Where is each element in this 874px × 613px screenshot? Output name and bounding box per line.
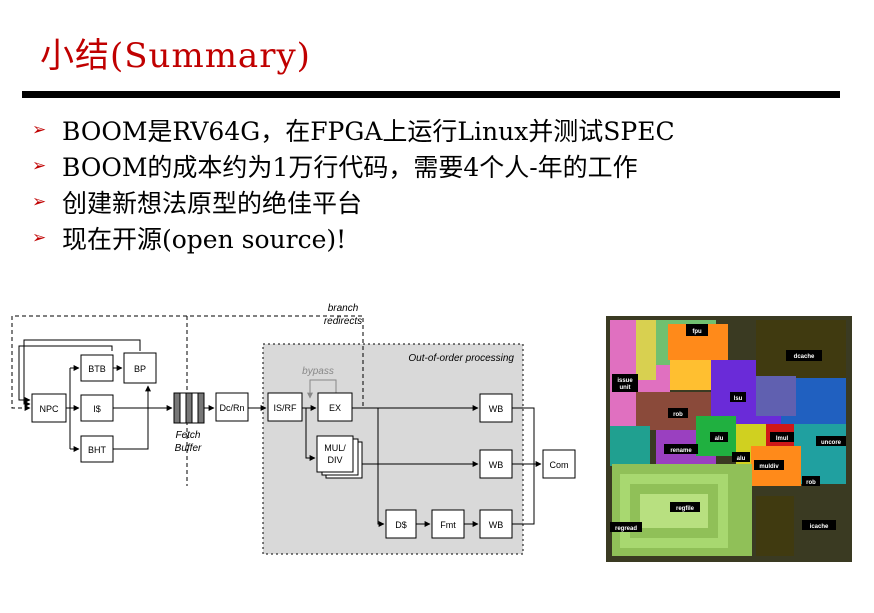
bypass-path xyxy=(307,379,337,399)
title-divider xyxy=(22,91,840,98)
boom-die-photo: fpu issue unit lsu dcache rob alu lmul u… xyxy=(606,316,852,562)
bp-feedback xyxy=(23,339,141,407)
wb3-label: WB xyxy=(489,520,504,530)
bht-block xyxy=(80,435,114,463)
npc-block xyxy=(31,393,67,423)
bullet-list: ➢ BOOM是RV64G，在FPGA上运行Linux并测试SPEC ➢ BOOM… xyxy=(32,112,675,256)
die-label-alu: alu xyxy=(737,456,746,462)
com-block xyxy=(542,449,576,479)
wb2-label: WB xyxy=(489,460,504,470)
slide-title: 小结(Summary) xyxy=(40,36,311,76)
muldiv-label: DIV xyxy=(327,455,342,465)
bht-to-bp xyxy=(113,385,151,450)
bullet-item: ➢ BOOM是RV64G，在FPGA上运行Linux并测试SPEC xyxy=(32,112,675,148)
wb2-block xyxy=(479,449,513,479)
dcrn-block xyxy=(215,392,249,422)
die-label-issue: issue xyxy=(617,378,633,384)
ooo-label: Out-of-order processing xyxy=(408,353,514,364)
arrow-bullet-icon: ➢ xyxy=(32,228,47,248)
ex-block xyxy=(317,392,353,422)
npc-label: NPC xyxy=(39,404,59,414)
bullet-text: BOOM是RV64G，在FPGA上运行Linux并测试SPEC xyxy=(62,117,675,146)
fmt-block xyxy=(431,509,465,539)
dcrn-label: Dc/Rn xyxy=(219,403,244,413)
arrow-bullet-icon: ➢ xyxy=(32,192,47,212)
btb-feedback xyxy=(18,345,113,403)
muldiv-label: MUL/ xyxy=(324,443,346,453)
die-label-rename: rename xyxy=(670,448,692,454)
fetch-buffer-label: Fetch xyxy=(175,430,200,441)
die-label-issue: unit xyxy=(620,385,631,391)
die-label-lsu: lsu xyxy=(734,396,743,402)
bullet-text: 创建新想法原型的绝佳平台 xyxy=(62,189,363,218)
icache-block xyxy=(80,394,114,422)
bht-label: BHT xyxy=(88,445,107,455)
boom-pipeline-diagram: Out-of-order processing branch redirects… xyxy=(11,303,576,555)
die-label-fpu: fpu xyxy=(692,329,702,335)
branch-label: branch xyxy=(328,303,359,314)
arrow-bullet-icon: ➢ xyxy=(32,156,47,176)
die-label-lmul: lmul xyxy=(776,436,789,442)
redirects-label: redirects xyxy=(324,316,362,327)
die-label-icache: icache xyxy=(810,524,829,530)
die-label-regread: regread xyxy=(615,526,637,532)
die-label-dcache: dcache xyxy=(794,354,815,360)
bullet-text: 现在开源(open source)! xyxy=(62,225,347,254)
die-label-rob: rob xyxy=(673,412,683,418)
bullet-item: ➢ BOOM的成本约为1万行代码，需要4个人-年的工作 xyxy=(32,148,675,184)
bullet-item: ➢ 创建新想法原型的绝佳平台 xyxy=(32,184,675,220)
muldiv-block xyxy=(316,435,354,473)
wb-to-com xyxy=(512,407,535,525)
branch-redirect-path xyxy=(11,315,364,411)
die-label-muldiv: muldiv xyxy=(759,464,779,470)
isrf-block xyxy=(267,392,303,422)
dcache-label: D$ xyxy=(395,520,407,530)
die-label-regfile: regfile xyxy=(676,506,695,512)
bp-label: BP xyxy=(134,364,146,374)
isrf-to-muldiv xyxy=(305,408,316,461)
wb1-label: WB xyxy=(489,404,504,414)
bypass-label: bypass xyxy=(302,366,334,377)
fetch-buffer-label: Buffer xyxy=(175,443,202,454)
fmt-label: Fmt xyxy=(440,520,456,530)
icache-label: I$ xyxy=(93,404,101,414)
bullet-text: BOOM的成本约为1万行代码，需要4个人-年的工作 xyxy=(62,153,638,182)
isrf-label: IS/RF xyxy=(273,403,297,413)
arrow-bullet-icon: ➢ xyxy=(32,120,47,140)
die-label-uncore: uncore xyxy=(821,440,842,446)
ex-to-dcache xyxy=(377,408,385,527)
dcache-block xyxy=(385,509,417,539)
btb-label: BTB xyxy=(88,364,106,374)
com-label: Com xyxy=(549,460,568,470)
wb3-block xyxy=(479,509,513,539)
die-label-rob: rob xyxy=(806,480,816,486)
bp-block xyxy=(123,352,157,384)
fetch-buffer xyxy=(173,392,205,424)
bullet-item: ➢ 现在开源(open source)! xyxy=(32,220,675,256)
ex-label: EX xyxy=(329,403,341,413)
die-label-alu: alu xyxy=(715,436,724,442)
